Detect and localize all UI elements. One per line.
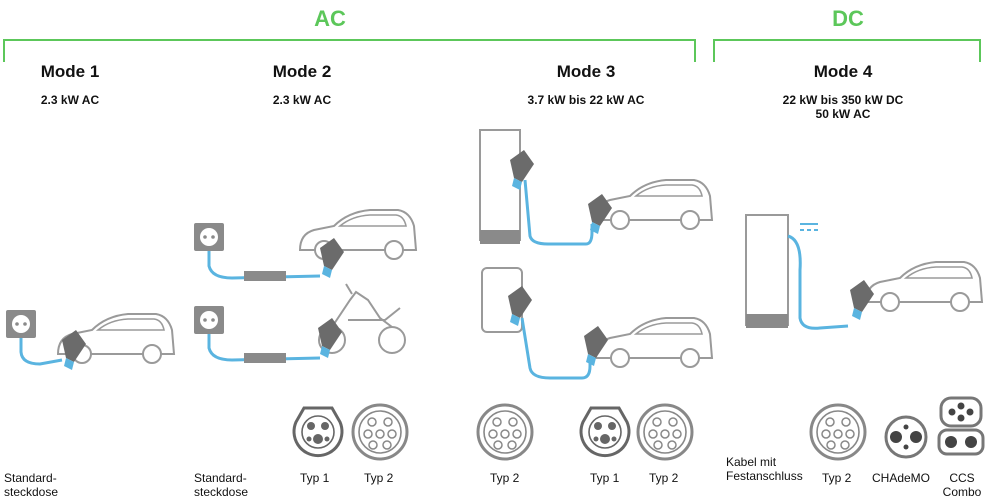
m4-dc-station-icon bbox=[745, 214, 789, 326]
mode-4-power-line2: 50 kW AC bbox=[815, 107, 871, 121]
chademo-connector-icon bbox=[884, 415, 928, 459]
m4-ccs-label: CCS Combo bbox=[940, 471, 984, 499]
m2-typ1-label: Typ 1 bbox=[300, 471, 330, 485]
m2-type1-connector-icon bbox=[292, 406, 344, 458]
mode-2-title: Mode 2 bbox=[272, 62, 332, 81]
m3-typ2-label-a: Typ 2 bbox=[490, 471, 520, 485]
m3-plug-icon-bottom-b bbox=[584, 326, 608, 366]
m3-type2-connector-icon-b bbox=[636, 403, 694, 461]
mode-2-power: 2.3 kW AC bbox=[272, 93, 332, 107]
group-ac-label: AC bbox=[314, 6, 346, 31]
m2-socket-label-line2: steckdose bbox=[194, 485, 249, 499]
group-dc-label: DC bbox=[832, 6, 864, 31]
m4-typ2-label: Typ 2 bbox=[822, 471, 852, 485]
m4-ccs-label-line2: Combo bbox=[942, 485, 982, 499]
m2-wall-socket-icon-top bbox=[194, 223, 224, 251]
dc-symbol-icon bbox=[800, 223, 818, 231]
mode-3-title: Mode 3 bbox=[556, 62, 616, 81]
m3-car-icon-top bbox=[595, 179, 713, 230]
m2-typ2-label: Typ 2 bbox=[364, 471, 394, 485]
m4-cable-label-line1: Kabel mit bbox=[726, 455, 777, 469]
m3-car-icon-bottom bbox=[595, 317, 713, 368]
m1-socket-label: Standard- steckdose bbox=[4, 471, 58, 499]
mode-3-power: 3.7 kW bis 22 kW AC bbox=[527, 93, 645, 107]
m4-ccs-label-line1: CCS bbox=[949, 471, 975, 485]
m4-cable-label-line2: Festanschluss bbox=[726, 469, 803, 483]
ac-bracket bbox=[3, 39, 696, 62]
m3-typ1-label: Typ 1 bbox=[590, 471, 620, 485]
m4-cable-label: Kabel mit Festanschluss bbox=[726, 455, 803, 483]
m3-type2-connector-icon-a bbox=[476, 403, 534, 461]
m1-wall-socket-icon bbox=[6, 310, 36, 338]
dc-bracket bbox=[713, 39, 981, 62]
m3-typ2-label-b: Typ 2 bbox=[649, 471, 679, 485]
m3-type1-connector-icon bbox=[579, 406, 631, 458]
m2-car-icon bbox=[299, 209, 417, 260]
m4-plug-icon bbox=[850, 280, 874, 320]
mode-4-power-line1: 22 kW bis 350 kW DC bbox=[782, 93, 904, 107]
m1-socket-label-line1: Standard- bbox=[4, 471, 57, 485]
mode-4-title: Mode 4 bbox=[813, 62, 873, 81]
m2-socket-label: Standard- steckdose bbox=[194, 471, 248, 499]
m2-iccb-box-top bbox=[244, 271, 286, 281]
m2-iccb-box-bottom bbox=[244, 353, 286, 363]
m4-type2-connector-icon bbox=[809, 403, 867, 461]
mode-1-power: 2.3 kW AC bbox=[40, 93, 100, 107]
m2-type2-connector-icon bbox=[351, 403, 409, 461]
m2-socket-label-line1: Standard- bbox=[194, 471, 247, 485]
ccs-combo-connector-icon bbox=[937, 396, 985, 456]
mode-1-title: Mode 1 bbox=[40, 62, 100, 81]
m4-chademo-label: CHAdeMO bbox=[872, 471, 931, 485]
m4-car-icon bbox=[865, 261, 983, 312]
m1-socket-label-line2: steckdose bbox=[4, 485, 59, 499]
m2-wall-socket-icon-bottom bbox=[194, 306, 224, 334]
